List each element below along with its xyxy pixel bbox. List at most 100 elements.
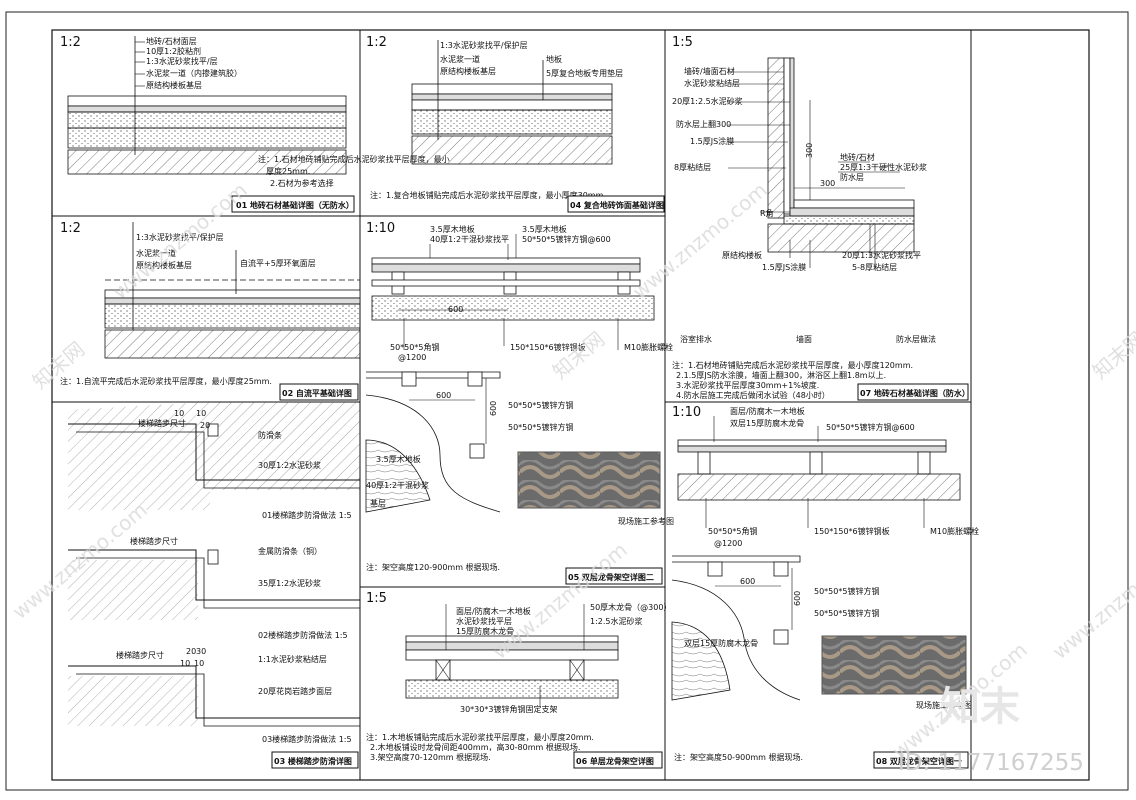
watermark-brand: 知末网: [1088, 327, 1136, 384]
layer-label: 地砖/石材: [840, 152, 875, 162]
dimension: 30: [196, 647, 206, 656]
note-line: 2.1.5厚JS防水涂膜，墙面上翻300，淋浴区上翻1.8m以上.: [676, 370, 886, 380]
layer-label: 3.5厚木地板: [376, 454, 421, 464]
layer-label: 水泥浆一道: [440, 54, 480, 64]
scale-label: 1:5: [366, 591, 387, 606]
layer-label: 35厚1:2水泥砂浆: [258, 578, 321, 588]
detail-title: 03 楼梯踏步防滑详图: [274, 756, 352, 766]
dimension: 10: [180, 659, 190, 668]
layer-label: 30*30*3镀锌角钢固定支架: [460, 704, 557, 714]
layer-label: 水泥浆一道（内掺建筑胶）: [146, 68, 242, 78]
panel-03: 10 10 20 楼梯踏步尺寸 防滑条 30厚1:2水泥砂浆 01楼梯踏步防滑做…: [68, 402, 360, 769]
scale-label: 1:5: [672, 35, 693, 50]
layer-label: 50*50*5角钢: [390, 342, 439, 352]
panel-08: 1:10 面层/防腐木一木地板 双层15厚防腐木龙骨 50*50*5镀锌方钢@6…: [671, 405, 979, 769]
dimension: 600: [448, 305, 463, 314]
detail-title: 07 地砖石材基础详图（防水）: [860, 388, 970, 398]
panel-01: 1:2 地砖/石材面层 10厚1:2胶粘剂 1:3水泥砂浆找平/层 水泥浆一道（…: [60, 35, 450, 213]
detail-title: 06 单层龙骨架空详图: [576, 756, 654, 766]
panel-05: 1:10 600 3.5厚木地板 40厚1:2干混砂浆找平 3.5厚木地板 50…: [365, 221, 674, 585]
layer-label: 1.5厚JS涂膜: [690, 136, 734, 146]
layer-label: 自流平+5厚环氧面层: [240, 258, 316, 268]
dimension: 10: [174, 409, 184, 418]
layer-label: 50*50*5镀锌方钢: [814, 608, 879, 618]
layer-label: 金属防滑条（铜）: [258, 546, 322, 556]
layer-label: 防水层: [840, 172, 864, 182]
layer-label: 墙砖/墙面石材: [684, 66, 735, 76]
layer-label: 1:3水泥砂浆找平/保护层: [136, 232, 224, 242]
note-line: 注：1.石材地砖铺贴完成后水泥砂浆找平层厚度，最小: [258, 154, 450, 164]
layer-label: 双层15厚防腐木龙骨: [730, 418, 804, 428]
panel-02: 1:2 1:3水泥砂浆找平/保护层 水泥浆一道 原结构楼板基层 自流平+5厚环氧…: [60, 221, 361, 401]
detail-title: 05 双层龙骨架空详图二: [568, 572, 654, 582]
dimension: 20: [200, 421, 210, 430]
layer-label: 地板: [546, 54, 562, 64]
scale-label: 1:2: [60, 221, 81, 236]
watermark-site: www.znzmo.com: [1048, 538, 1136, 664]
layer-label: 1:1水泥砂浆粘结层: [258, 654, 327, 664]
reference-photo: [821, 635, 967, 695]
layer-label: M10膨胀螺栓: [624, 342, 673, 352]
dimension: 600: [436, 391, 451, 400]
layer-label: 40厚1:2干混砂浆找平: [430, 234, 509, 244]
watermark-logo: 知末: [940, 684, 1020, 730]
layer-label: @1200: [714, 539, 742, 548]
layer-label: 原结构楼板基层: [440, 66, 496, 76]
dimension: 300: [805, 143, 814, 158]
layer-label: 双层15厚防腐木龙骨: [684, 638, 758, 648]
layer-label: 20厚1:3水泥砂浆找平: [842, 250, 921, 260]
layer-label: 50*50*5镀锌方钢: [814, 586, 879, 596]
layer-label: @1200: [398, 353, 426, 362]
dimension: 10: [196, 409, 206, 418]
layer-label: 3.5厚木地板: [522, 224, 567, 234]
layer-label: 面层/防腐木一木地板: [730, 406, 805, 416]
scale-label: 1:2: [366, 35, 387, 50]
scale-label: 1:10: [366, 221, 395, 236]
scale-label: 1:2: [60, 35, 81, 50]
layer-label: 150*150*6镀锌钢板: [510, 342, 586, 352]
layer-label: 原结构楼板: [722, 250, 762, 260]
layer-label: 防水层上翻300: [676, 119, 731, 129]
detail-title: 04 复合地砖饰面基础详图: [570, 200, 664, 210]
layer-label: 50*50*5镀锌方钢@600: [826, 422, 915, 432]
photo-caption: 现场施工参考图: [916, 700, 972, 710]
note-line: 厚度25mm.: [266, 166, 310, 176]
watermark-brand: 知末网: [548, 327, 609, 384]
inner-border: [51, 29, 1090, 781]
note-line: 注：1.石材地砖铺贴完成后水泥砂浆找平层厚度，最小厚度120mm.: [672, 360, 913, 370]
layer-label: 基层: [370, 498, 386, 508]
watermark-id: ID: 1177167255: [898, 750, 1084, 776]
layer-label: 5-8厚粘结层: [852, 262, 897, 272]
dimension: 600: [793, 591, 802, 606]
layer-label: 50*50*5镀锌方钢@600: [522, 234, 611, 244]
note-line: 注：1.自流平完成后水泥砂浆找平层厚度，最小厚度25mm.: [60, 376, 272, 386]
note-line: 注：1.复合地板铺贴完成后水泥砂浆找平层厚度，最小厚度30mm.: [370, 190, 606, 200]
layer-label: 3.5厚木地板: [430, 224, 475, 234]
scale-label: 1:10: [672, 405, 701, 420]
panel-06: 1:5 面层/防腐木一木地板 水泥砂浆找平层 15厚防腐木龙骨 50厚木龙骨（@…: [366, 591, 671, 769]
legend-text: 浴室排水: [680, 334, 712, 344]
note-line: 3.架空高度70-120mm 根据现场.: [370, 752, 491, 762]
dimension: 600: [740, 577, 755, 586]
note-line: 2.木地板铺设时龙骨间距400mm，高30-80mm 根据现场.: [370, 742, 580, 752]
layer-label: 20厚花岗岩踏步面层: [258, 686, 332, 696]
layer-label: 10厚1:2胶粘剂: [146, 46, 201, 56]
detail-title: 01 地砖石材基础详图（无防水）: [236, 200, 354, 210]
legend-text: 防水层做法: [896, 334, 936, 344]
note-line: 注：架空高度120-900mm 根据现场.: [366, 562, 500, 572]
note-line: 3.水泥砂浆找平层厚度30mm+1%坡度.: [676, 380, 819, 390]
photo-caption: 现场施工参考图: [618, 516, 674, 526]
layer-label: 8厚粘结层: [674, 162, 711, 172]
layer-label: 15厚防腐木龙骨: [456, 626, 514, 636]
layer-label: 20厚1:2.5水泥砂浆: [672, 96, 743, 106]
reference-photo: [517, 451, 661, 509]
layer-label: 40厚1:2干混砂浆: [366, 480, 429, 490]
layer-label: 水泥浆一道: [136, 248, 176, 258]
layer-label: 面层/防腐木一木地板: [456, 606, 531, 616]
sub-detail-title: 03楼梯踏步防滑做法 1:5: [262, 734, 352, 744]
sub-detail-title: 02楼梯踏步防滑做法 1:5: [258, 630, 348, 640]
layer-label: 5厚复合地板专用垫层: [546, 68, 623, 78]
layer-label: 原结构楼板基层: [146, 80, 202, 90]
layer-label: 25厚1:3干硬性水泥砂浆: [840, 162, 927, 172]
